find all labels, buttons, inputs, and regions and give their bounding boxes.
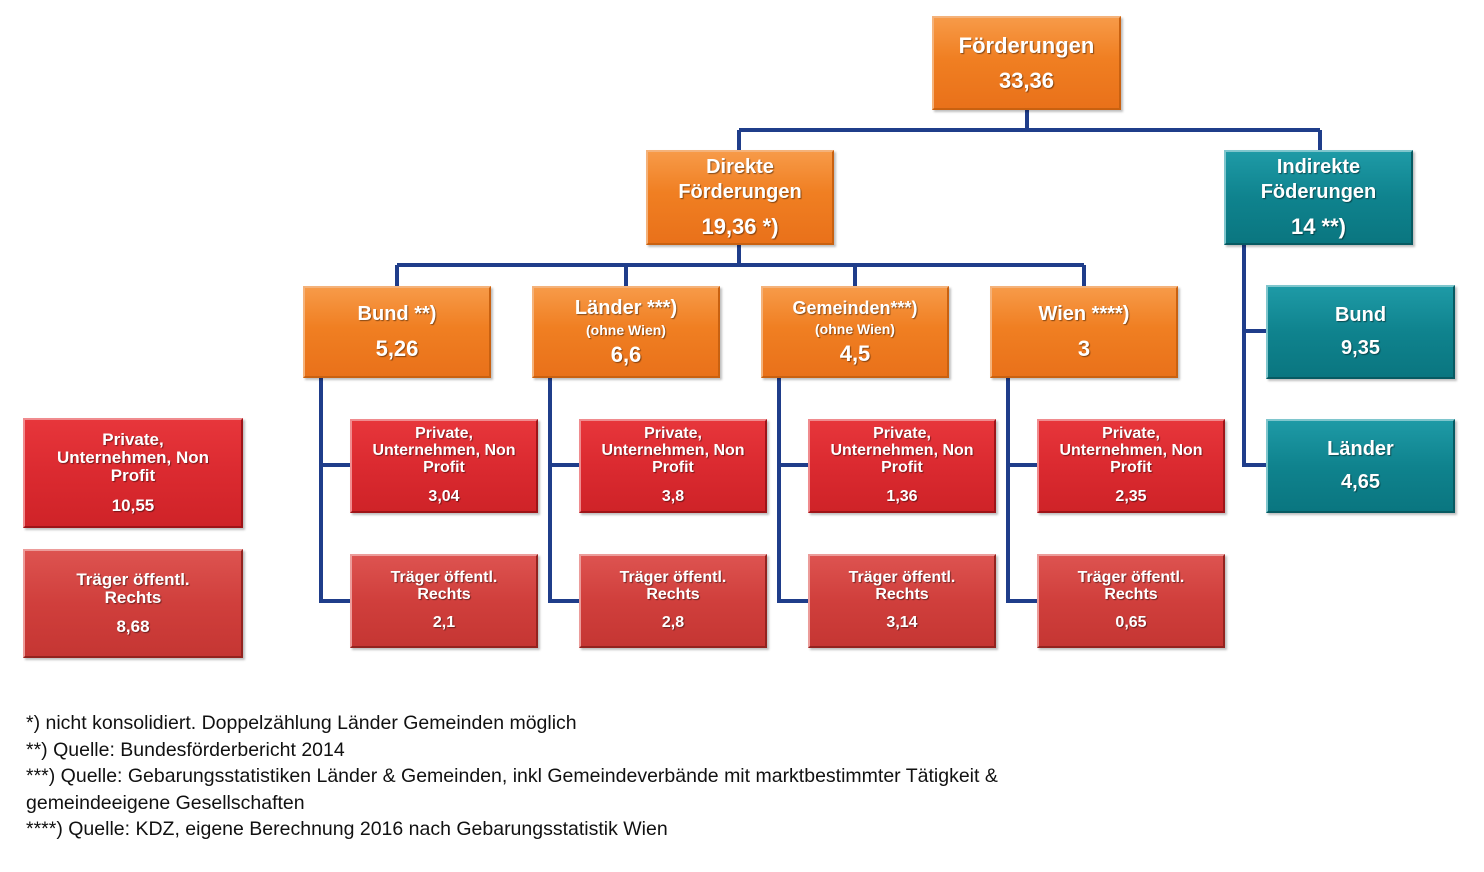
bund-label: Bund **) (357, 302, 437, 325)
wien-public-line1: Träger öffentl. (1077, 568, 1185, 586)
total-private-line2: Unternehmen, Non (56, 448, 210, 468)
bund-value: 5,26 (375, 335, 419, 361)
footnote-2: **) Quelle: Bundesförderbericht 2014 (26, 738, 345, 761)
laender-label: Länder ***) (574, 296, 678, 319)
laender-private-node: Private, Unternehmen, Non Profit 3,8 (579, 419, 767, 513)
gemeinden-private-line2: Unternehmen, Non (830, 442, 974, 460)
bund-public-value: 2,1 (432, 614, 456, 632)
connector-bund-children (319, 378, 350, 603)
root-node: Förderungen 33,36 (932, 16, 1121, 110)
wien-public-line2: Rechts (1104, 585, 1158, 603)
bund-private-node: Private, Unternehmen, Non Profit 3,04 (350, 419, 538, 513)
laender-sub: (ohne Wien) (586, 321, 666, 338)
laender-private-line1: Private, (644, 425, 702, 443)
gemeinden-public-node: Träger öffentl. Rechts 3,14 (808, 554, 996, 648)
footnotes: *) nicht konsolidiert. Doppelzählung Län… (26, 710, 998, 843)
wien-private-line2: Unternehmen, Non (1059, 442, 1203, 460)
total-private-line3: Profit (110, 466, 156, 485)
bund-node: Bund **) 5,26 (303, 286, 491, 378)
total-public-node: Träger öffentl. Rechts 8,68 (23, 549, 243, 658)
indirect-bund-node: Bund 9,35 (1266, 285, 1455, 379)
gemeinden-sub: (ohne Wien) (815, 320, 895, 337)
laender-value: 6,6 (610, 342, 642, 368)
direct-label-line1: Direkte (706, 155, 774, 178)
gemeinden-public-line1: Träger öffentl. (848, 568, 956, 586)
bund-private-line2: Unternehmen, Non (372, 442, 516, 460)
bund-private-line3: Profit (423, 459, 465, 476)
gemeinden-private-line1: Private, (873, 425, 931, 443)
laender-public-value: 2,8 (661, 614, 685, 632)
wien-private-line1: Private, (1102, 425, 1160, 443)
indirect-node: Indirekte Föderungen 14 **) (1224, 150, 1413, 245)
bund-private-value: 3,04 (428, 487, 460, 505)
gemeinden-value: 4,5 (839, 341, 871, 367)
indirect-laender-value: 4,65 (1341, 471, 1380, 493)
direct-value: 19,36 *) (701, 213, 779, 239)
root-label: Förderungen (958, 32, 1095, 58)
direct-label-line2: Förderungen (678, 180, 802, 203)
indirect-label-line2: Föderungen (1260, 180, 1377, 203)
connector-wien-children (1006, 378, 1037, 603)
gemeinden-private-node: Private, Unternehmen, Non Profit 1,36 (808, 419, 996, 513)
total-private-node: Private, Unternehmen, Non Profit 10,55 (23, 418, 243, 528)
total-private-line1: Private, (102, 430, 164, 450)
root-value: 33,36 (998, 68, 1055, 93)
gemeinden-public-line2: Rechts (875, 585, 929, 603)
laender-node: Länder ***) (ohne Wien) 6,6 (532, 286, 720, 378)
laender-public-node: Träger öffentl. Rechts 2,8 (579, 554, 767, 648)
gemeinden-private-value: 1,36 (886, 487, 918, 505)
connector-laender-children (548, 378, 579, 603)
footnote-3: ***) Quelle: Gebarungsstatistiken Länder… (26, 765, 998, 787)
wien-label: Wien ****) (1038, 302, 1130, 325)
bund-public-node: Träger öffentl. Rechts 2,1 (350, 554, 538, 648)
gemeinden-public-value: 3,14 (886, 614, 918, 632)
indirect-value: 14 **) (1290, 213, 1347, 239)
bund-private-line1: Private, (415, 425, 473, 443)
indirect-bund-value: 9,35 (1341, 337, 1380, 359)
wien-public-node: Träger öffentl. Rechts 0,65 (1037, 554, 1225, 648)
footnote-4: ****) Quelle: KDZ, eigene Berechnung 201… (26, 818, 668, 840)
wien-public-value: 0,65 (1115, 614, 1147, 632)
total-private-value: 10,55 (111, 495, 155, 515)
bund-public-line1: Träger öffentl. (390, 568, 498, 586)
footnote-1: *) nicht konsolidiert. Doppelzählung Län… (26, 712, 577, 734)
laender-private-value: 3,8 (661, 487, 685, 505)
wien-private-value: 2,35 (1115, 487, 1147, 505)
total-public-line1: Träger öffentl. (76, 569, 190, 589)
total-public-line2: Rechts (104, 587, 162, 607)
indirect-laender-label: Länder (1327, 438, 1394, 460)
connector-gemeinden-children (777, 378, 808, 603)
wien-private-node: Private, Unternehmen, Non Profit 2,35 (1037, 419, 1225, 513)
total-public-value: 8,68 (116, 617, 150, 637)
gemeinden-node: Gemeinden***) (ohne Wien) 4,5 (761, 286, 949, 378)
gemeinden-label: Gemeinden***) (792, 297, 918, 318)
direct-node: Direkte Förderungen 19,36 *) (646, 150, 834, 245)
wien-value: 3 (1077, 335, 1091, 361)
laender-public-line1: Träger öffentl. (619, 568, 727, 586)
indirect-bund-label: Bund (1334, 304, 1387, 326)
gemeinden-private-line3: Profit (881, 459, 923, 476)
laender-private-line2: Unternehmen, Non (601, 442, 745, 460)
indirect-laender-node: Länder 4,65 (1266, 419, 1455, 513)
bund-public-line2: Rechts (417, 585, 471, 603)
connector-indirect-children (1242, 245, 1266, 467)
indirect-label-line1: Indirekte (1276, 155, 1361, 178)
laender-private-line3: Profit (652, 459, 694, 476)
wien-node: Wien ****) 3 (990, 286, 1178, 378)
footnote-3-continued: gemeindeeigene Gesellschaften (26, 791, 305, 814)
laender-public-line2: Rechts (646, 585, 700, 603)
wien-private-line3: Profit (1110, 459, 1152, 476)
